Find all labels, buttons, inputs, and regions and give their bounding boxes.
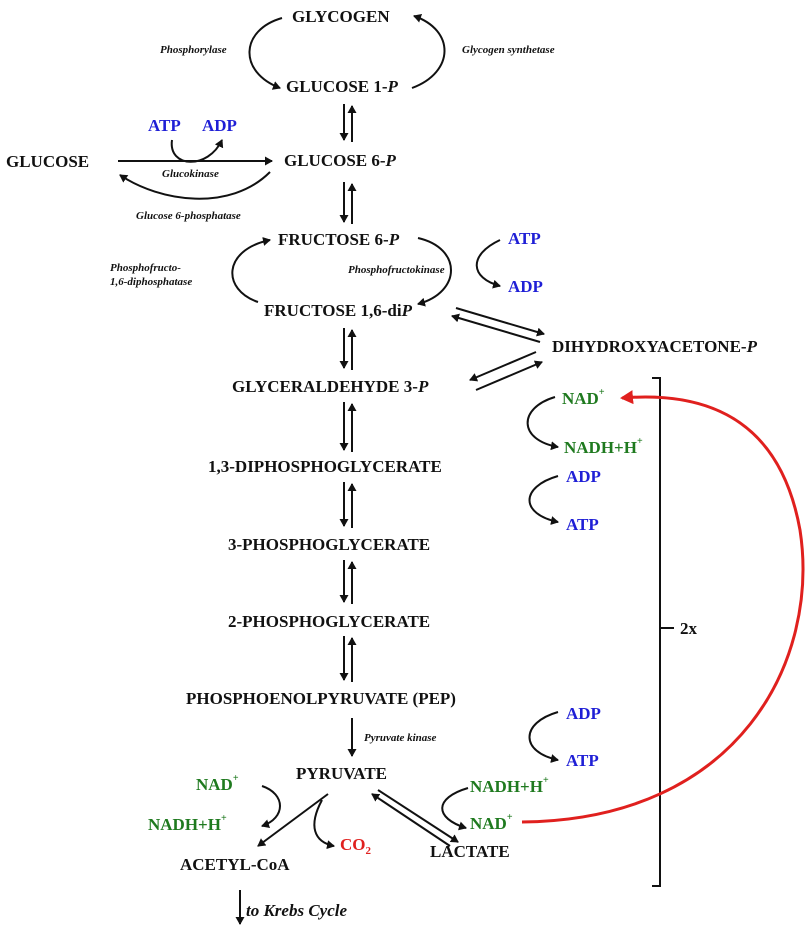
pfk-atp-adp-loop	[475, 239, 501, 289]
phosphorylase-enzyme: Phosphorylase	[160, 44, 227, 56]
adp-to-atp-loop-1	[528, 475, 559, 525]
nadh-pdh: NADH+H+	[148, 813, 227, 834]
nadh-ldh: NADH+H+	[470, 775, 549, 796]
to-krebs-cycle-label: to Krebs Cycle	[246, 901, 348, 920]
co2-label: CO2	[340, 835, 371, 857]
co2-release-arrow	[313, 799, 335, 850]
nad-to-nadh-loop	[526, 396, 559, 451]
nadh-gapdh: NADH+H+	[564, 436, 643, 457]
fbpase-line-2: 1,6-diphosphatase	[110, 275, 193, 288]
13-bpg-label: 1,3-DIPHOSPHOGLYCERATE	[208, 457, 442, 476]
atp-glucokinase: ATP	[148, 116, 181, 135]
adp-pgk: ADP	[566, 467, 601, 486]
atp-pk: ATP	[566, 751, 599, 770]
two-x-multiplier: 2x	[680, 619, 697, 638]
equilibrium-g1p-g6p	[339, 104, 357, 142]
nad-to-nadh-loop-pdh	[261, 785, 281, 829]
glycogen-label: GLYCOGEN	[292, 7, 390, 26]
phosphorylase-arrow	[248, 17, 283, 90]
fructose-6-phosphate-label: FRUCTOSE 6-P	[278, 230, 400, 249]
adp-pfk: ADP	[508, 277, 543, 296]
nadh-to-nad-loop-ldh	[441, 787, 469, 831]
equilibrium-dhap-g3p	[469, 351, 543, 391]
acetyl-coa-label: ACETYL-CoA	[180, 855, 290, 874]
equilibrium-bpg-3pg	[339, 482, 357, 528]
pyruvate-to-acetylcoa-arrow	[257, 793, 329, 847]
glucose-6-phosphatase-enzyme: Glucose 6-phosphatase	[136, 210, 241, 222]
nad-plus-gapdh: NAD+	[562, 387, 605, 408]
equilibrium-fbp-dhap	[451, 307, 545, 343]
fbpase-line-1: Phosphofructo-	[110, 262, 181, 274]
atp-adp-loop-glucokinase	[170, 139, 224, 163]
dhap-label: DIHYDROXYACETONE-P	[552, 337, 757, 356]
glucose-6-phosphatase-arrow	[119, 171, 271, 200]
pyruvate-label: PYRUVATE	[296, 764, 387, 783]
glucose-1-phosphate-label: GLUCOSE 1-P	[286, 77, 398, 96]
fbpase-enzyme: Phosphofructo- 1,6-diphosphatase	[110, 262, 192, 290]
glucose-label: GLUCOSE	[6, 152, 90, 171]
fructose-16-bisphosphate-label: FRUCTOSE 1,6-diP	[264, 301, 412, 320]
fbpase-arrow	[231, 237, 271, 303]
nad-plus-ldh: NAD+	[470, 812, 513, 833]
atp-pfk: ATP	[508, 229, 541, 248]
atp-pgk: ATP	[566, 515, 599, 534]
nad-regeneration-arrow	[521, 390, 805, 824]
adp-glucokinase: ADP	[202, 116, 237, 135]
2-pg-label: 2-PHOSPHOGLYCERATE	[228, 612, 431, 631]
equilibrium-g6p-f6p	[339, 182, 357, 224]
two-x-bracket	[652, 377, 661, 887]
adp-to-atp-loop-2	[528, 711, 559, 763]
equilibrium-pyruvate-lactate	[371, 789, 459, 847]
glycogen-synthetase-enzyme: Glycogen synthetase	[462, 44, 555, 56]
glucose-6-phosphate-label: GLUCOSE 6-P	[284, 151, 396, 170]
equilibrium-fbp-g3p	[339, 328, 357, 370]
glycogen-synthetase-arrow	[411, 14, 446, 89]
adp-pk: ADP	[566, 704, 601, 723]
pfk-arrow	[417, 237, 452, 307]
glucokinase-enzyme: Glucokinase	[162, 168, 219, 180]
g3p-label: GLYCERALDEHYDE 3-P	[232, 377, 429, 396]
equilibrium-2pg-pep	[339, 636, 357, 682]
equilibrium-3pg-2pg	[339, 560, 357, 604]
pep-label: PHOSPHOENOLPYRUVATE (PEP)	[186, 689, 456, 708]
3-pg-label: 3-PHOSPHOGLYCERATE	[228, 535, 431, 554]
equilibrium-g3p-bpg	[339, 402, 357, 452]
phosphofructokinase-enzyme: Phosphofructokinase	[348, 264, 445, 276]
pyruvate-kinase-enzyme: Pyruvate kinase	[364, 732, 437, 744]
lactate-label: LACTATE	[430, 842, 510, 861]
nad-plus-pdh: NAD+	[196, 773, 239, 794]
